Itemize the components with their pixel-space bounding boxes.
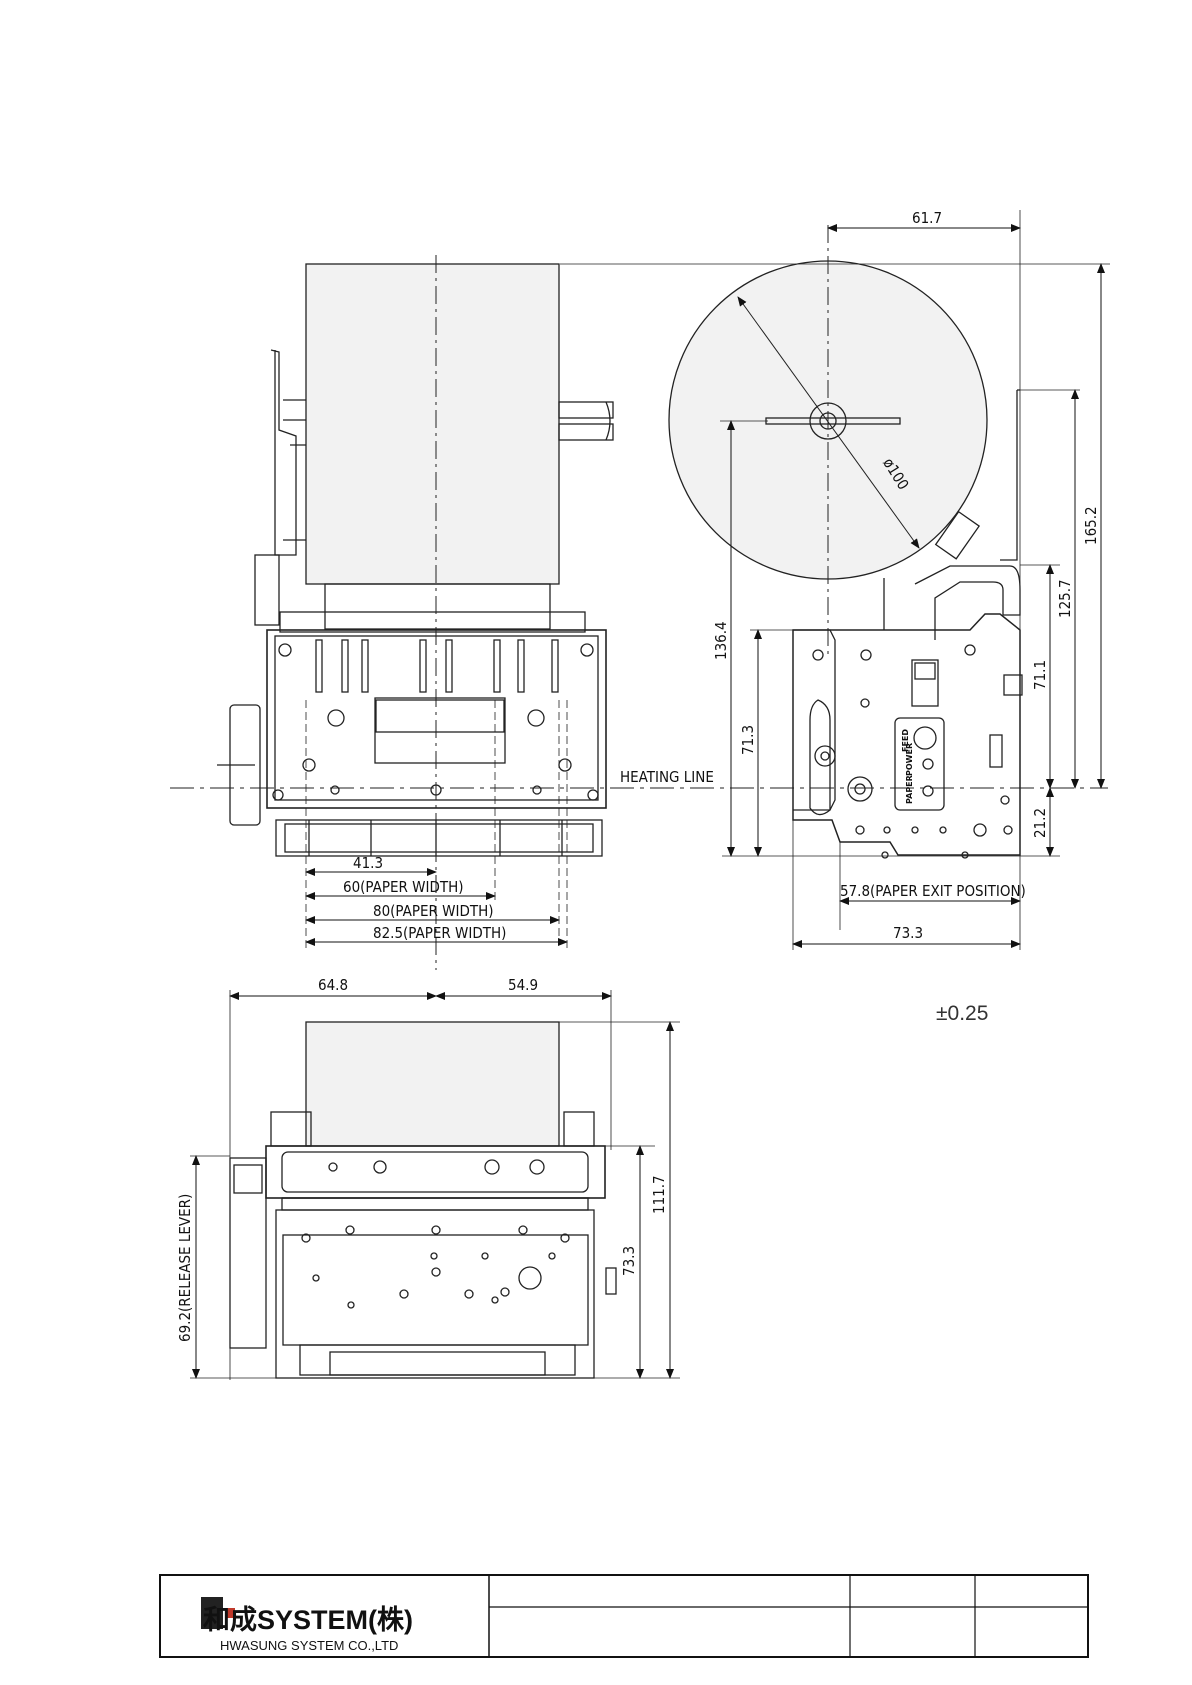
company-logo: 和成SYSTEM(株) HWASUNG SYSTEM CO.,LTD bbox=[201, 1597, 413, 1653]
dim-165-2: 165.2 bbox=[1082, 506, 1100, 545]
heating-line-label: HEATING LINE bbox=[620, 768, 714, 786]
side-view bbox=[560, 210, 1110, 950]
bottom-view bbox=[190, 990, 680, 1380]
dim-54-9: 54.9 bbox=[508, 976, 538, 994]
dim-release-lever: 69.2(RELEASE LEVER) bbox=[176, 1194, 194, 1342]
company-name: HWASUNG SYSTEM CO.,LTD bbox=[220, 1638, 398, 1653]
panel-label-paper: PAPER bbox=[905, 775, 914, 804]
dim-61-7: 61.7 bbox=[912, 209, 942, 227]
panel-label-power: POWER bbox=[905, 743, 914, 776]
dim-136-4: 136.4 bbox=[712, 621, 730, 660]
dim-paper-82-5: 82.5(PAPER WIDTH) bbox=[373, 924, 506, 942]
dim-bottom-111-7: 111.7 bbox=[650, 1175, 668, 1214]
dim-71-3: 71.3 bbox=[739, 725, 757, 755]
dim-64-8: 64.8 bbox=[318, 976, 348, 994]
dim-paper-80: 80(PAPER WIDTH) bbox=[373, 902, 494, 920]
dim-41-3: 41.3 bbox=[353, 854, 383, 872]
dim-bottom-73-3: 73.3 bbox=[620, 1246, 638, 1276]
dim-side-73-3: 73.3 bbox=[893, 924, 923, 942]
dim-125-7: 125.7 bbox=[1056, 579, 1074, 618]
company-logo-text: 和成SYSTEM(株) bbox=[203, 1605, 413, 1635]
dim-21-2: 21.2 bbox=[1031, 808, 1049, 838]
tolerance-note: ±0.25 bbox=[936, 1002, 988, 1025]
dim-paper-exit: 57.8(PAPER EXIT POSITION) bbox=[840, 882, 1026, 900]
front-view bbox=[217, 255, 613, 970]
dim-71-1: 71.1 bbox=[1031, 660, 1049, 690]
dim-paper-60: 60(PAPER WIDTH) bbox=[343, 878, 464, 896]
